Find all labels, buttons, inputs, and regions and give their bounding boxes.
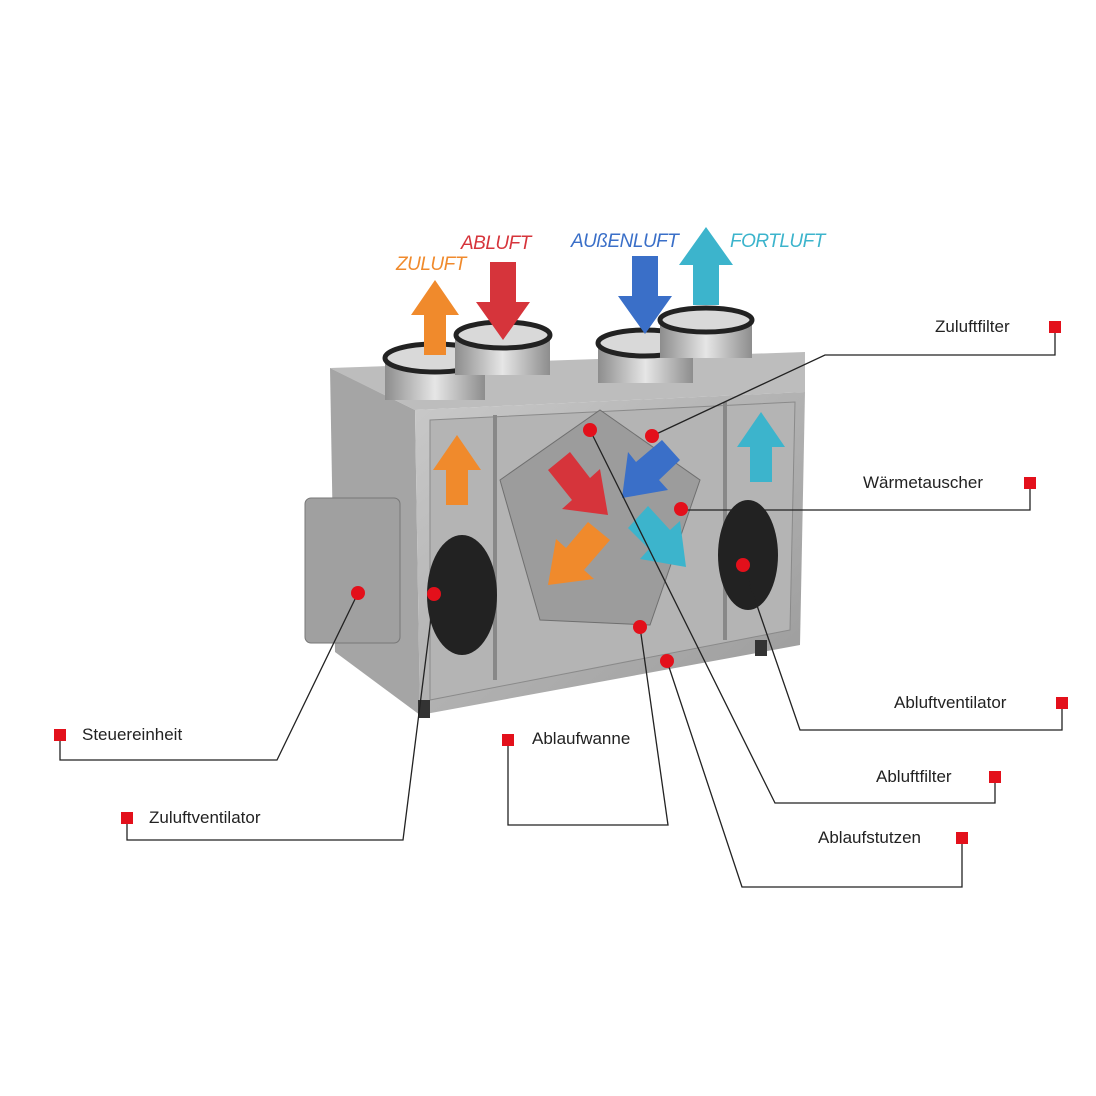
- aussenluft-arrow-icon: [618, 256, 672, 334]
- zuluft-arrow-icon: [411, 280, 459, 355]
- fortluft-label: FORTLUFT: [730, 231, 825, 252]
- zuluft-label: ZULUFT: [396, 254, 466, 275]
- airflow-arrows: [411, 227, 785, 585]
- callout-zuluftfilter: Zuluftfilter: [935, 317, 1010, 336]
- callout-markers: [54, 321, 1068, 844]
- control-box: [304, 497, 401, 644]
- callout-abluftventilator: Abluftventilator: [894, 693, 1007, 712]
- exhaust-fan: [718, 500, 778, 610]
- supply-fan: [427, 535, 497, 655]
- fortluft-arrow-icon: [679, 227, 733, 305]
- leader-lines: [59, 327, 1063, 888]
- callout-waermetauscher: Wärmetauscher: [863, 473, 983, 492]
- callout-abluftfilter: Abluftfilter: [876, 767, 952, 786]
- abluft-arrow-icon: [476, 262, 530, 340]
- callout-zuluftventilator: Zuluftventilator: [149, 808, 261, 827]
- housing: [304, 352, 805, 718]
- aussenluft-label: AUßENLUFT: [571, 231, 679, 252]
- exhaust-arrow-icon: [737, 412, 785, 482]
- duct-collars: [382, 305, 755, 400]
- callout-ablaufwanne: Ablaufwanne: [532, 729, 631, 748]
- callout-steuereinheit: Steuereinheit: [82, 725, 183, 744]
- supply-arrow-icon: [433, 435, 481, 505]
- abluft-label: ABLUFT: [461, 233, 531, 254]
- callout-ablaufstutzen: Ablaufstutzen: [818, 828, 922, 847]
